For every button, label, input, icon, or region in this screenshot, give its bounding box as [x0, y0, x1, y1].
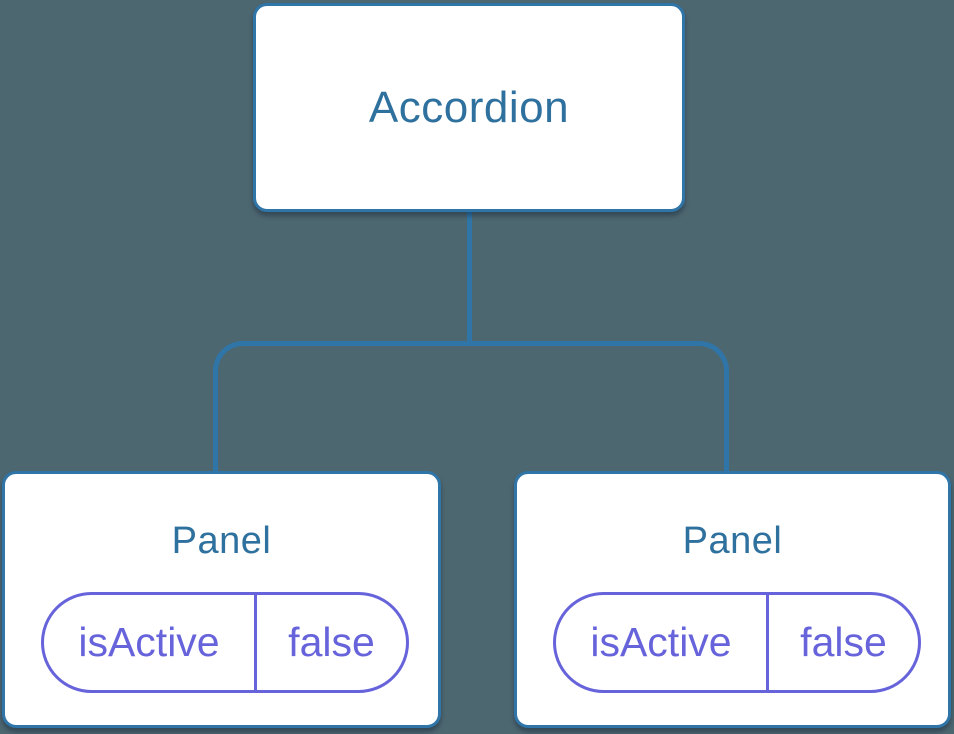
state-value: false — [288, 619, 375, 665]
panel-label: Panel — [682, 520, 783, 562]
state-key: isActive — [44, 595, 257, 690]
root-component-box: Accordion — [253, 3, 685, 212]
state-pill: isActive false — [553, 592, 921, 693]
panel-box-right: Panel isActive false — [514, 471, 951, 728]
root-component-label: Accordion — [368, 82, 570, 132]
panel-box-left: Panel isActive false — [2, 471, 441, 728]
state-value: false — [800, 619, 887, 665]
panel-label: Panel — [171, 520, 272, 562]
state-pill: isActive false — [41, 592, 409, 693]
connector-root-stem — [467, 211, 472, 343]
connector-branch — [213, 341, 729, 472]
state-key: isActive — [556, 595, 769, 690]
